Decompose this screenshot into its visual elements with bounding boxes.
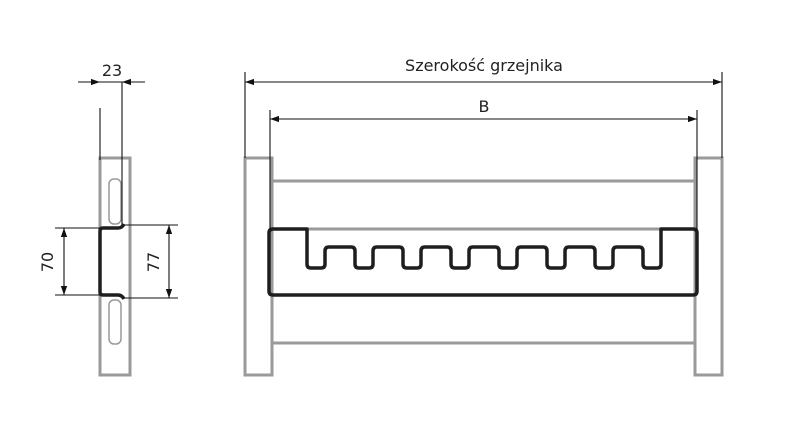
bracket-front (267, 227, 699, 297)
dim-inner-label: 70 (38, 252, 57, 272)
upper-slot (108, 178, 122, 225)
right-post (693, 156, 724, 377)
dim-outer-label: 77 (144, 252, 163, 272)
lower-slot (108, 299, 122, 345)
left-post (243, 156, 274, 377)
dim-b-label: B (479, 97, 490, 116)
side-view: 23 70 77 (38, 61, 178, 377)
bracket-profile (98, 223, 126, 300)
side-post (98, 156, 132, 377)
dim-total-label: Szerokość grzejnika (405, 56, 563, 75)
front-view: Szerokość grzejnika B (243, 56, 724, 377)
dim-depth-label: 23 (102, 61, 122, 80)
